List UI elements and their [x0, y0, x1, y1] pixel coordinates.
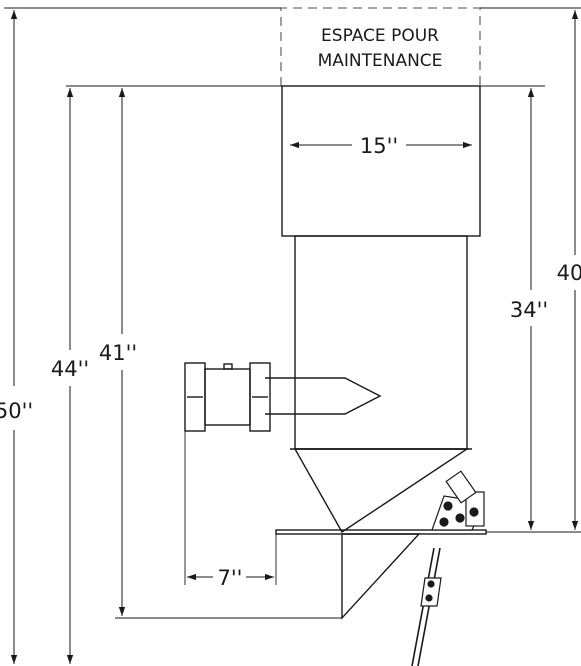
maintenance-label-line2: MAINTENANCE — [318, 51, 443, 71]
top-housing — [281, 85, 481, 237]
maintenance-space: ESPACE POUR MAINTENANCE — [280, 7, 481, 86]
dimension-15: 15'' — [290, 134, 472, 158]
discharge-hopper — [341, 533, 421, 620]
dimension-15-label: 15'' — [360, 134, 398, 158]
dimension-34: 34'' — [510, 88, 548, 530]
maintenance-label-line1: ESPACE POUR — [321, 26, 439, 46]
dimension-44-label: 44'' — [51, 357, 89, 381]
inlet-nozzle — [265, 377, 382, 415]
base-plate — [275, 529, 487, 620]
dimension-41: 41'' — [99, 88, 137, 616]
dimension-50-label: 50'' — [0, 399, 33, 423]
dimension-50: 50'' — [0, 10, 33, 664]
dimension-7: 7'' — [187, 566, 274, 590]
dimension-7-label: 7'' — [218, 566, 243, 590]
dimension-41-label: 41'' — [99, 341, 137, 365]
dimension-40: 40 — [557, 10, 581, 530]
dimension-40-label: 40 — [557, 261, 581, 285]
equipment-body — [281, 85, 481, 533]
dimension-44: 44'' — [51, 88, 89, 664]
side-inlet — [184, 362, 382, 432]
bracket-hardware — [411, 470, 485, 666]
dimension-34-label: 34'' — [510, 298, 548, 322]
extension-lines — [4, 7, 581, 619]
main-cylinder — [294, 235, 468, 450]
